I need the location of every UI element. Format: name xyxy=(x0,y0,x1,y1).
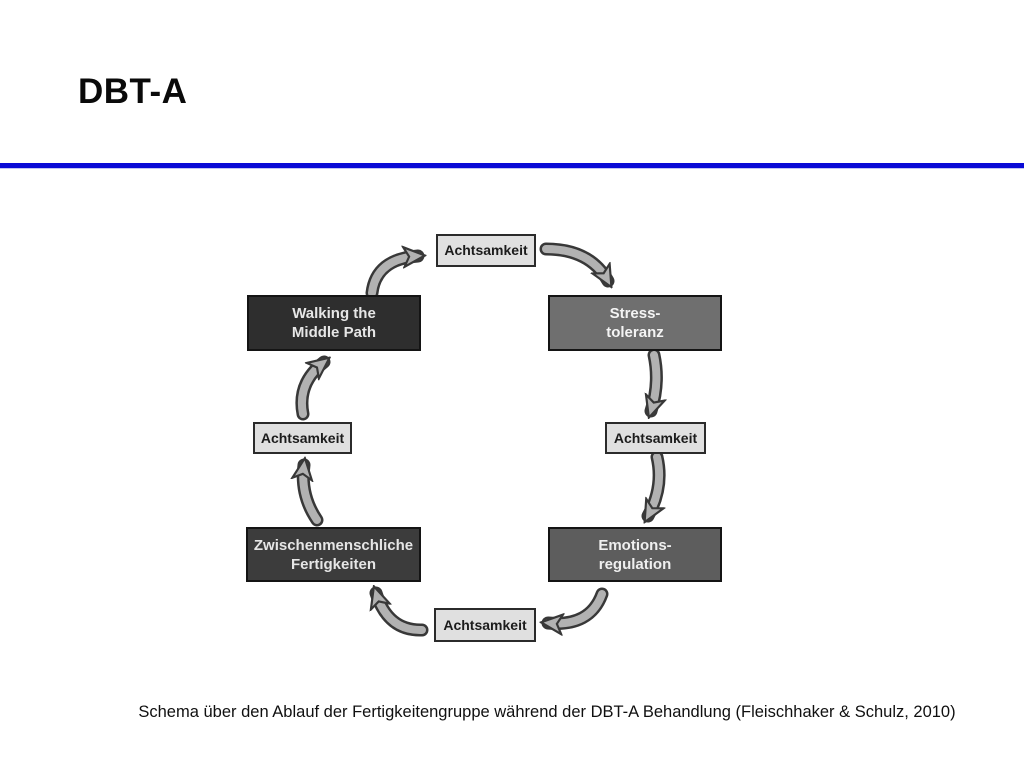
node-label-line1: Walking the xyxy=(292,305,376,322)
node-label: Achtsamkeit xyxy=(260,429,345,446)
node-stress-toleranz: Stress- toleranz xyxy=(548,295,722,351)
figure-caption: Schema über den Ablauf der Fertigkeiteng… xyxy=(138,703,956,721)
node-label-line1: Emotions- xyxy=(598,536,672,554)
arrow-achtsamkeit-bottom-to-zwischenmenschliche xyxy=(376,593,429,637)
page-title: DBT-A xyxy=(78,72,188,111)
node-label: Achtsamkeit xyxy=(443,616,527,633)
node-label-line2: regulation xyxy=(598,555,672,573)
cycle-arrows xyxy=(230,242,735,637)
arrow-achtsamkeit-left-to-walking xyxy=(295,355,324,421)
node-emotionsregulation: Emotions- regulation xyxy=(548,527,722,582)
arrow-emotions-to-achtsamkeit-bottom xyxy=(548,587,609,623)
node-walking-middle-path: Walking the Middle Path xyxy=(247,295,421,351)
node-achtsamkeit-bottom: Achtsamkeit xyxy=(434,608,536,642)
node-label-line2: toleranz xyxy=(606,324,664,341)
node-achtsamkeit-top: Achtsamkeit xyxy=(436,234,536,267)
arrow-zwischenmenschliche-to-achtsamkeit-left xyxy=(303,465,324,527)
dbt-cycle-diagram: Achtsamkeit Walking the Middle Path Stre… xyxy=(230,225,735,655)
node-label-line2: Middle Path xyxy=(291,324,377,341)
title-divider xyxy=(0,163,1024,169)
arrow-walking-to-achtsamkeit-top xyxy=(365,256,418,300)
node-label: Achtsamkeit xyxy=(444,242,528,258)
node-label: Achtsamkeit xyxy=(613,429,698,446)
node-label-line1: Zwischenmenschliche xyxy=(253,536,414,554)
node-zwischenmenschliche-fertigkeiten: Zwischenmenschliche Fertigkeiten xyxy=(246,527,421,582)
node-achtsamkeit-left: Achtsamkeit xyxy=(253,422,352,454)
arrow-stress-to-achtsamkeit-right xyxy=(651,348,656,411)
arrow-achtsamkeit-right-to-emotions xyxy=(641,450,659,516)
node-label-line2: Fertigkeiten xyxy=(290,555,377,573)
node-label-line1: Stress- xyxy=(609,305,661,322)
arrow-achtsamkeit-top-to-stress xyxy=(539,242,615,281)
node-achtsamkeit-right: Achtsamkeit xyxy=(605,422,706,454)
